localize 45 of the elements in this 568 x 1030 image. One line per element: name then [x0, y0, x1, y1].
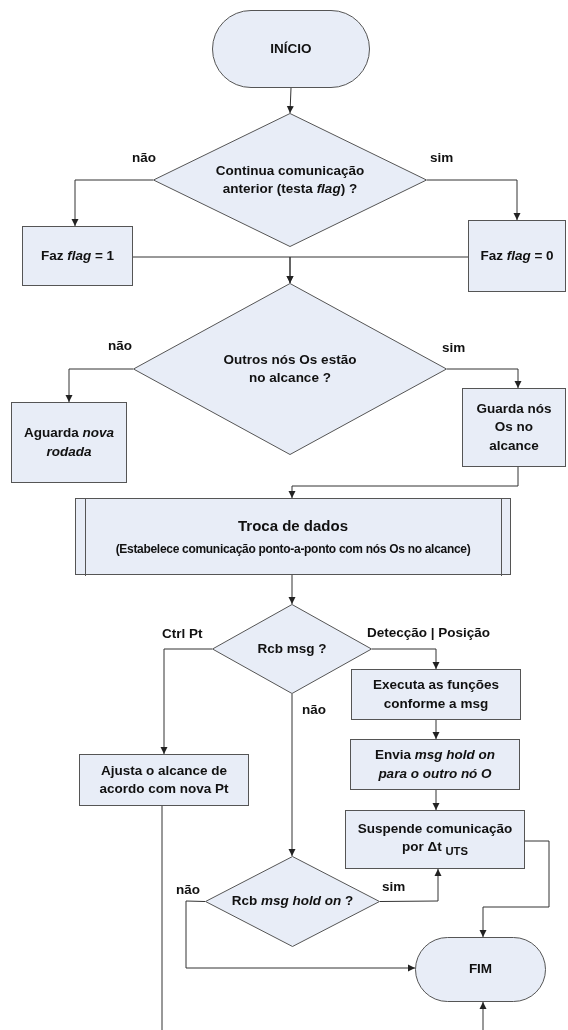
arrow: [479, 840, 550, 938]
arrow: [426, 179, 521, 221]
arrow: [371, 648, 440, 670]
node-text: Ajusta o alcance de acordo com nova Pt: [98, 761, 230, 798]
arrow: [286, 87, 294, 114]
node-text: Outros nós Os estão no alcance ?: [222, 350, 358, 387]
node-text: Troca de dados: [237, 516, 348, 537]
node-text: Continua comunicação anterior (testa flag) ?: [215, 161, 365, 198]
node-text: FIM: [468, 960, 493, 979]
process-box: [345, 810, 525, 869]
edge-label: Detecção | Posição: [365, 625, 493, 642]
arrow: [160, 648, 213, 755]
node-text: Rcb msg ?: [257, 639, 327, 658]
arrow: [379, 868, 442, 902]
arrow: [65, 368, 134, 403]
node-text: Faz flag = 1: [40, 246, 115, 265]
process-box: [468, 220, 566, 292]
node-text: Guarda nós Os no alcance: [475, 400, 553, 455]
node-text: Rcb msg hold on ?: [231, 892, 354, 911]
node-text: INÍCIO: [270, 39, 312, 58]
arrow: [71, 179, 154, 227]
process-box: [11, 402, 127, 483]
process-box: [351, 669, 521, 720]
predefined-process-box: [75, 498, 511, 575]
process-box: [22, 226, 133, 286]
arrow: [432, 789, 440, 811]
arrow: [286, 256, 469, 284]
arrow: [288, 574, 296, 605]
process-box: [350, 739, 520, 790]
node-text: (Estabelece comunicação ponto-a-ponto com nós Os no alcance): [115, 540, 471, 557]
node-text: Aguarda nova rodada: [23, 424, 115, 461]
process-box: [462, 388, 566, 467]
connector-line: [161, 805, 163, 1030]
arrow: [446, 368, 522, 389]
node-text: Envia msg hold on para o outro nó O: [374, 746, 496, 783]
arrow: [185, 900, 416, 972]
node-text: Suspende comunicação por Δt $_{UTS}$: [356, 819, 514, 859]
process-box: [79, 754, 249, 806]
node-text: Faz flag = 0: [480, 246, 554, 265]
node-text: Executa as funções conforme a msg: [371, 676, 501, 713]
arrow: [288, 693, 296, 857]
decision-diamond: [205, 856, 380, 947]
arrow: [479, 1001, 487, 1030]
arrow: [288, 466, 519, 499]
arrow: [432, 719, 440, 740]
